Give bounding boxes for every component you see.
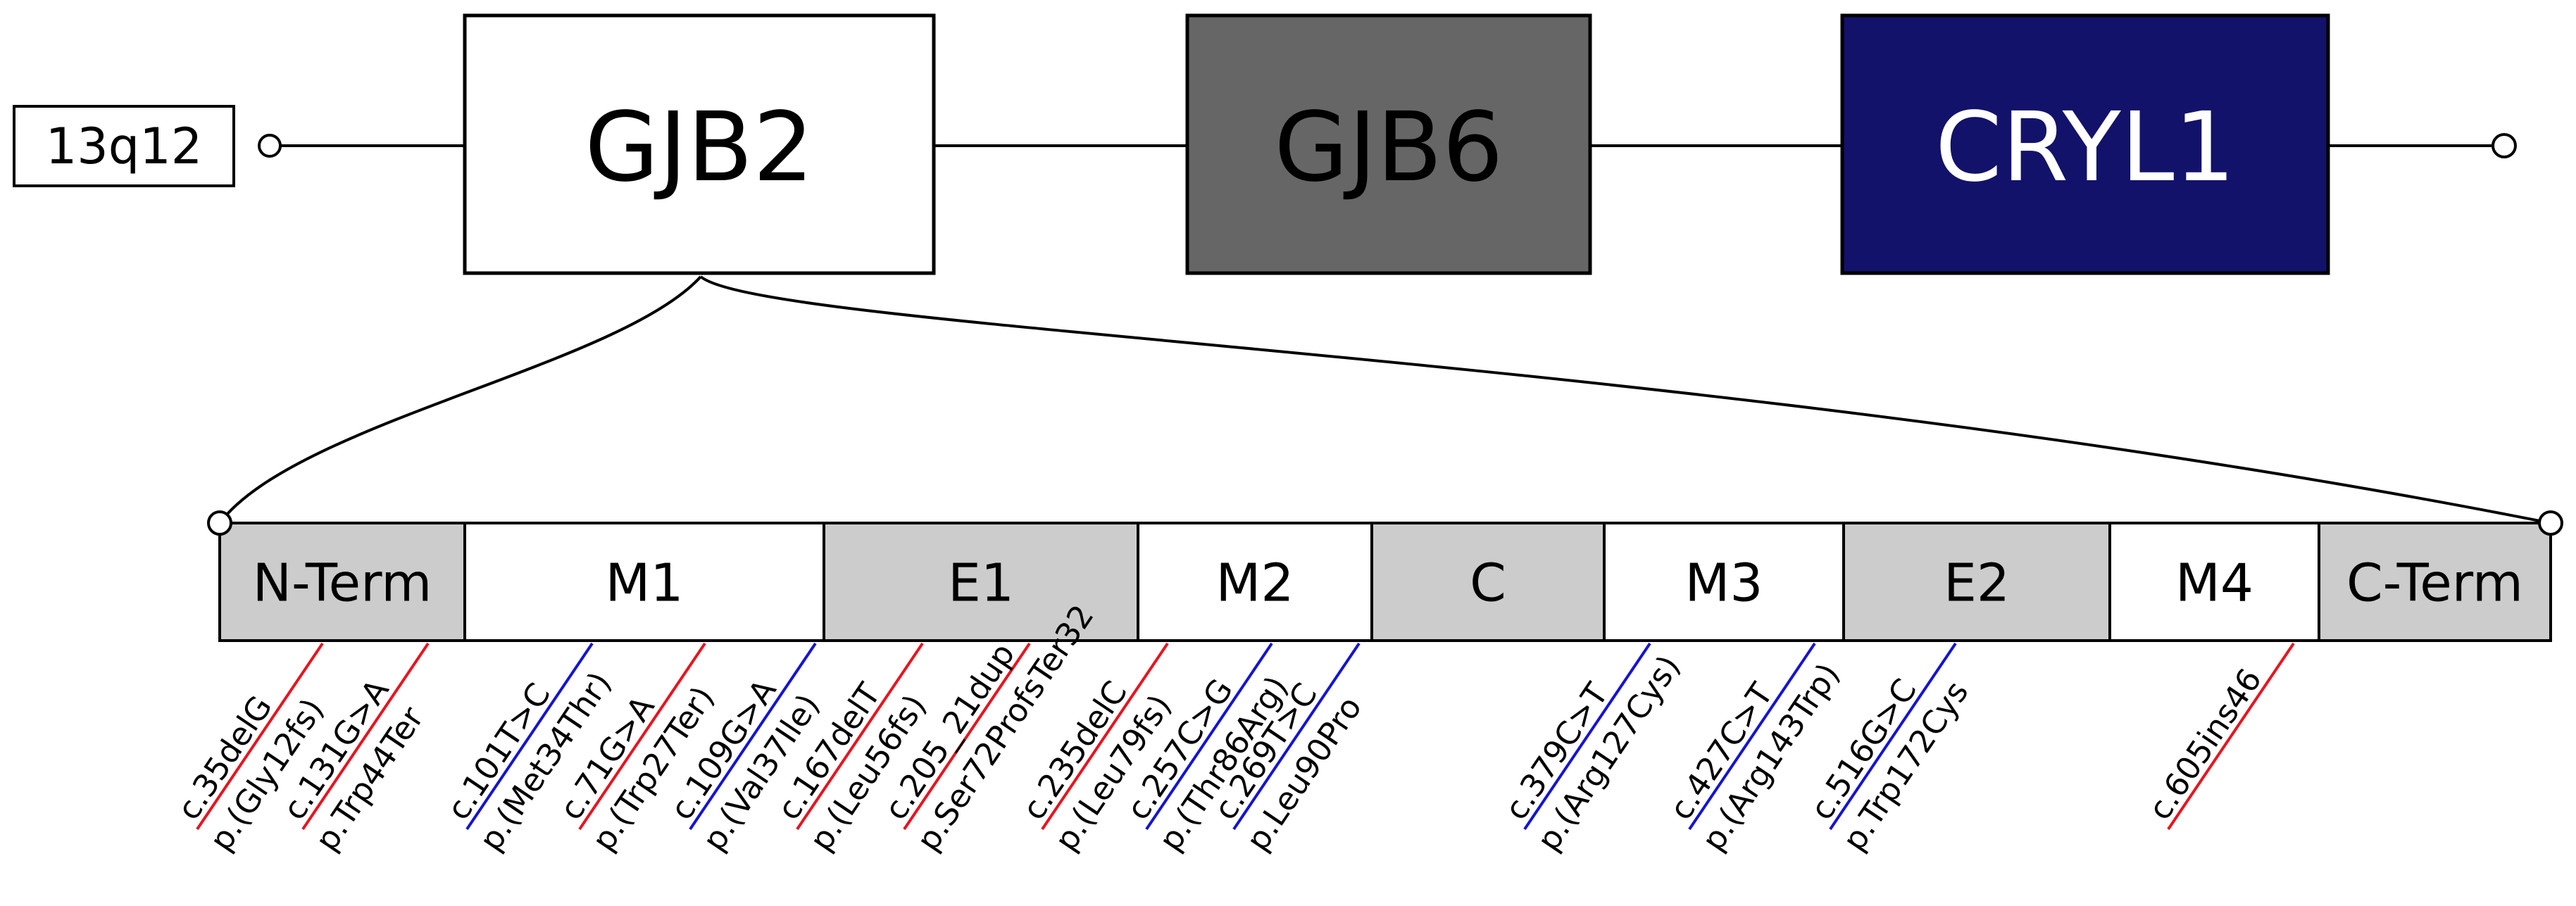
domain-box xyxy=(463,522,825,642)
domain-label: E1 xyxy=(948,553,1014,614)
domain-label: M3 xyxy=(1685,553,1763,614)
domain-box xyxy=(1370,522,1606,642)
domain-label: N-Term xyxy=(253,553,432,614)
domain-n-term: N-Term xyxy=(218,522,466,642)
gene-gjb6-label: GJB6 xyxy=(1274,92,1503,203)
domain-e2: E2 xyxy=(1842,522,2111,642)
protein-end-terminal xyxy=(2538,510,2563,536)
gene-cryl1-label: CRYL1 xyxy=(1935,92,2235,203)
gene-cryl1: CRYL1 xyxy=(1840,13,2330,275)
mutation-stroke xyxy=(1232,642,1361,831)
domain-m4: M4 xyxy=(2108,522,2320,642)
gene-gjb2: GJB2 xyxy=(463,13,936,275)
mutation-14: c.605ins46 xyxy=(2141,642,2295,831)
chromosome-end-terminal xyxy=(2491,133,2517,158)
domain-m1: M1 xyxy=(463,522,825,642)
domain-c: C xyxy=(1370,522,1606,642)
mutation-12: c.427C>Tp.(Arg143Trp) xyxy=(1662,642,1847,857)
zoom-connector-left xyxy=(218,275,702,524)
domain-box xyxy=(1842,522,2111,642)
gene-gjb2-box xyxy=(463,13,936,275)
gene-gjb6: GJB6 xyxy=(1185,13,1592,275)
domain-label: E2 xyxy=(1944,553,2010,614)
mutation-stroke xyxy=(196,642,324,831)
mutation-stroke xyxy=(1829,642,1957,831)
mutation-stroke xyxy=(903,642,1031,831)
domain-label: C xyxy=(1470,553,1506,614)
mutation-stroke xyxy=(1041,642,1169,831)
domain-box xyxy=(218,522,466,642)
domain-box xyxy=(2318,522,2552,642)
mutation-stroke xyxy=(578,642,706,831)
domain-c-term: C-Term xyxy=(2318,522,2552,642)
mutation-stroke xyxy=(796,642,924,831)
mutation-stroke xyxy=(1688,642,1816,831)
locus-box xyxy=(13,105,235,187)
domain-label: M4 xyxy=(2175,553,2253,614)
mutation-dna-label: c.605ins46 xyxy=(2141,662,2269,826)
domain-label: M2 xyxy=(1216,553,1294,614)
mutation-11: c.379C>Tp.(Arg127Cys) xyxy=(1497,642,1687,857)
mutation-stroke xyxy=(301,642,430,831)
domain-label: M1 xyxy=(606,553,684,614)
protein-start-terminal xyxy=(207,510,232,536)
protein-domain-bar: N-Term M1 E1 M2 C M3 E2 M4 C-Term xyxy=(218,522,2552,642)
domain-box xyxy=(2108,522,2320,642)
mutation-stroke xyxy=(1523,642,1651,831)
mutation-4: c.71G>Ap.(Trp27Ter) xyxy=(552,642,722,857)
domain-label: C-Term xyxy=(2346,553,2523,614)
gene-gjb2-label: GJB2 xyxy=(584,92,813,203)
domain-m2: M2 xyxy=(1137,522,1373,642)
mutation-stroke xyxy=(1145,642,1273,831)
chromosome-start-terminal xyxy=(258,134,282,158)
zoom-connector-right xyxy=(699,275,2551,524)
locus-label: 13q12 xyxy=(46,118,203,175)
mutation-stroke xyxy=(689,642,817,831)
domain-m3: M3 xyxy=(1603,522,1845,642)
gene-gjb6-box xyxy=(1185,13,1592,275)
mutation-stroke xyxy=(2167,642,2295,831)
mutation-stroke xyxy=(465,642,594,831)
gene-cryl1-box xyxy=(1840,13,2330,275)
